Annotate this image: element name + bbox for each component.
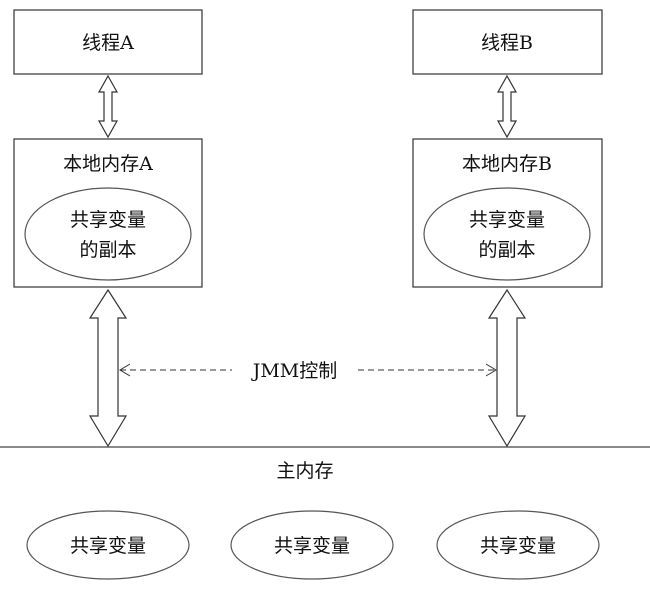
local-copy-b-line1: 共享变量 xyxy=(469,209,545,231)
shared-variable-label: 共享变量 xyxy=(480,535,556,557)
shared-variable-oval xyxy=(436,510,600,580)
jmm-control-label: JMM控制 xyxy=(251,360,338,382)
local-copy-a-oval xyxy=(24,187,192,281)
shared-variable-oval xyxy=(26,510,190,580)
shared-variable-label: 共享变量 xyxy=(70,535,146,557)
main-shared-variable-2: 共享变量 xyxy=(230,510,394,580)
local-copy-a-line2: 的副本 xyxy=(79,239,136,261)
local-copy-b-oval xyxy=(423,187,591,281)
main-shared-variable-1: 共享变量 xyxy=(26,510,190,580)
shared-variable-label: 共享变量 xyxy=(274,535,350,557)
local-b-main-arrow xyxy=(487,288,527,448)
thread-a-box xyxy=(13,9,203,75)
jmm-arrowhead-right xyxy=(485,363,497,377)
jmm-control-connector: JMM控制 xyxy=(119,360,497,382)
thread-b-node: 线程B xyxy=(412,9,603,75)
local-a-main-arrow xyxy=(88,288,128,448)
thread-a-local-arrow xyxy=(97,74,119,139)
jmm-arrowhead-left xyxy=(119,363,131,377)
main-memory-title: 主内存 xyxy=(276,460,333,482)
thread-a-label: 线程A xyxy=(82,32,134,54)
local-memory-b-node: 本地内存B 共享变量 的副本 xyxy=(412,138,603,288)
local-copy-b-line2: 的副本 xyxy=(478,239,535,261)
local-memory-a-title: 本地内存A xyxy=(63,153,153,175)
local-memory-b-title: 本地内存B xyxy=(462,153,552,175)
shared-variable-oval xyxy=(230,510,394,580)
local-memory-a-node: 本地内存A 共享变量 的副本 xyxy=(13,138,203,288)
main-shared-variable-3: 共享变量 xyxy=(436,510,600,580)
thread-a-node: 线程A xyxy=(13,9,203,75)
thread-b-label: 线程B xyxy=(481,32,533,54)
thread-b-box xyxy=(412,9,603,75)
thread-b-local-arrow xyxy=(496,74,518,139)
local-copy-a-line1: 共享变量 xyxy=(70,209,146,231)
